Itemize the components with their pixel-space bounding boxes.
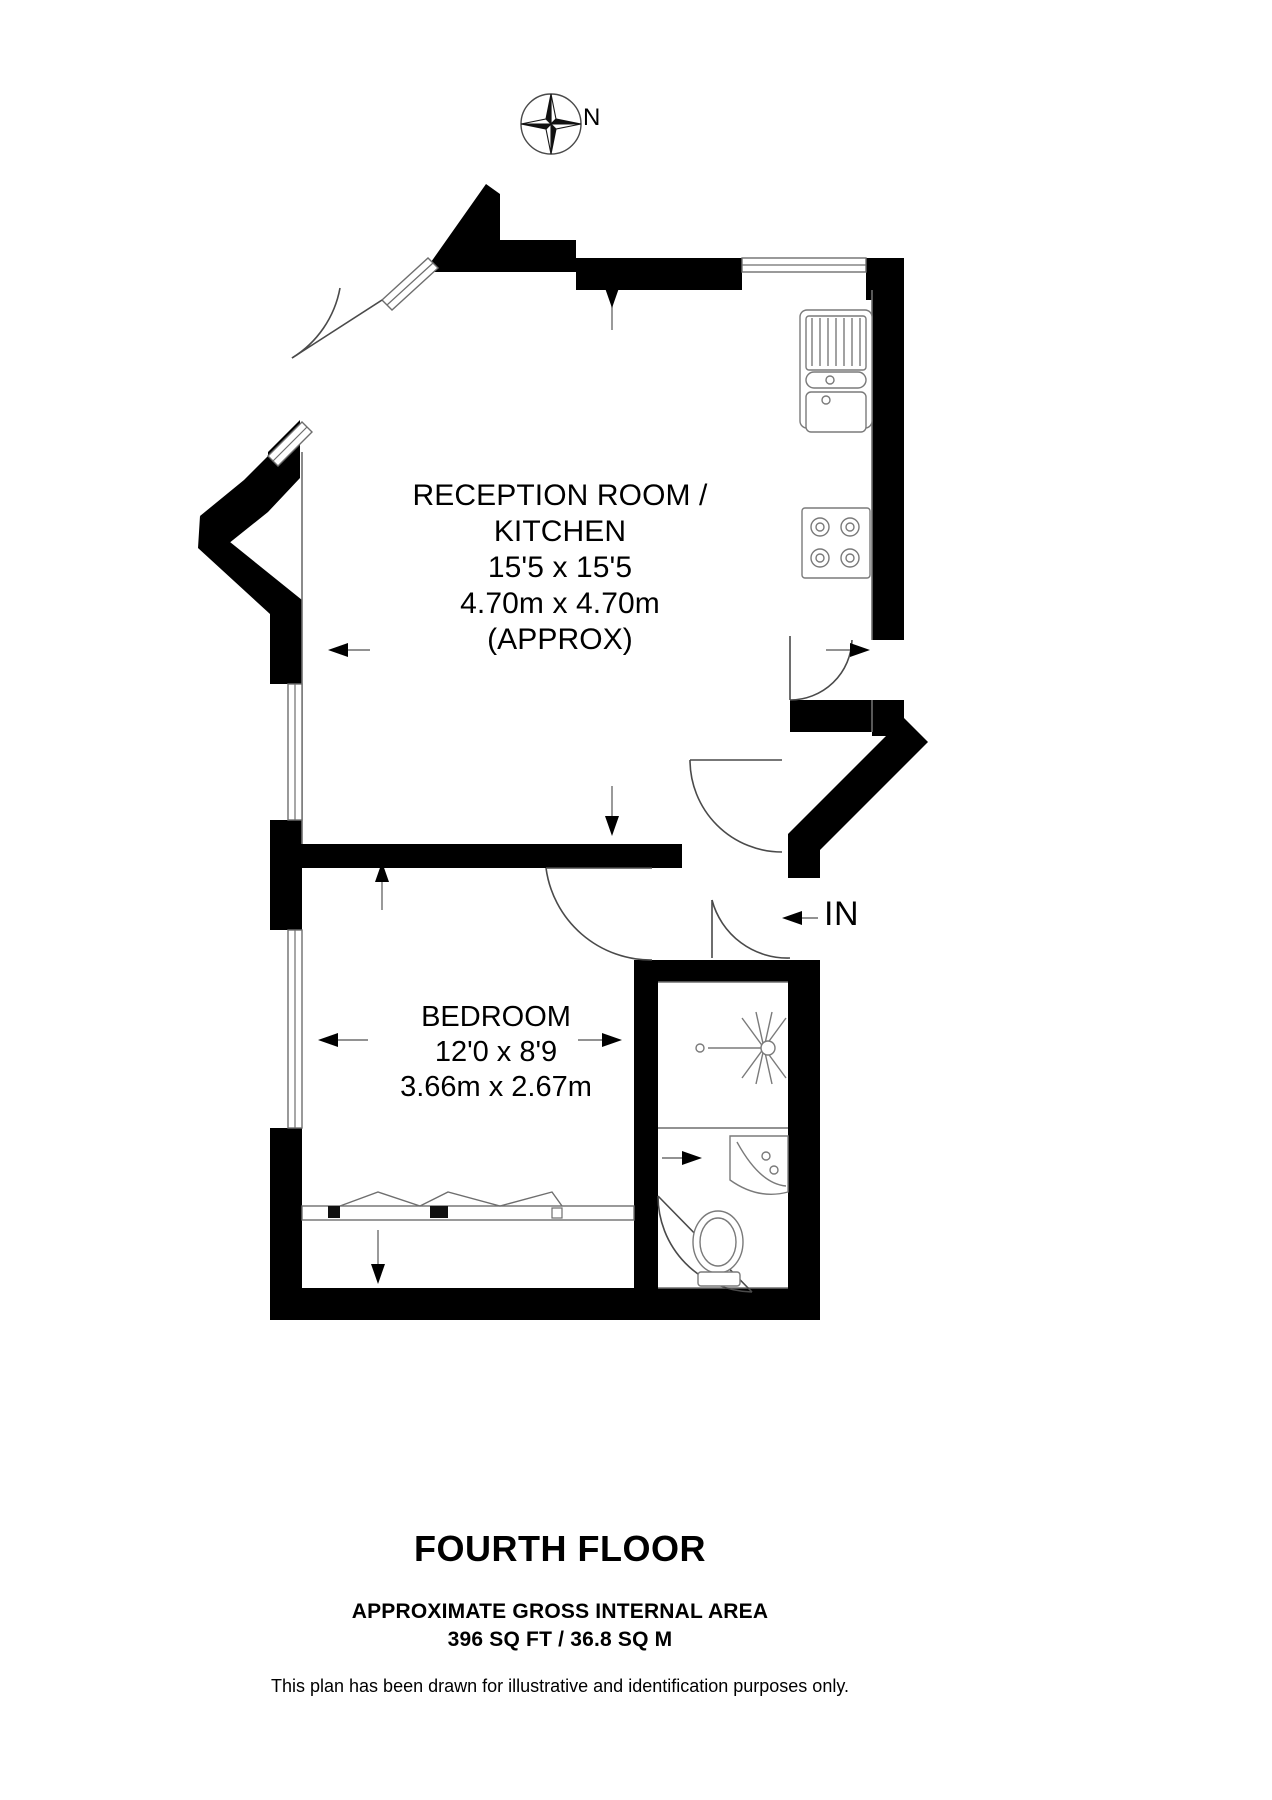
disclaimer-text: This plan has been drawn for illustrativ…	[271, 1676, 849, 1696]
wash-basin-icon	[729, 1135, 789, 1195]
reception-approx-note: (APPROX)	[487, 623, 633, 656]
area-value: 396 SQ FT / 36.8 SQ M	[447, 1628, 673, 1652]
bedroom-dim-imperial: 12'0 x 8'9	[434, 1035, 558, 1068]
door-reception-hall	[689, 759, 783, 853]
reception-room-name: RECEPTION ROOM /	[412, 479, 708, 512]
window-top	[741, 257, 867, 273]
bedroom-dim-metric: 3.66m x 2.67m	[400, 1070, 592, 1103]
inner-wall-faces	[301, 290, 873, 1289]
reception-dim-imperial: 15'5 x 15'5	[487, 551, 633, 584]
window-upper-left-angled	[380, 257, 440, 311]
window-left-bedroom	[287, 929, 303, 1129]
reception-dim-metric: 4.70m x 4.70m	[460, 587, 660, 620]
exterior-walls	[198, 184, 928, 1320]
wardrobe-icon	[301, 1191, 635, 1221]
door-upper-left	[291, 287, 383, 359]
entrance-in-label: IN	[824, 895, 859, 933]
door-bedroom	[545, 867, 653, 961]
area-heading: APPROXIMATE GROSS INTERNAL AREA	[351, 1600, 769, 1623]
door-kitchen-right	[789, 636, 853, 701]
window-left-chamfer	[267, 421, 313, 467]
kitchen-sink-icon	[799, 309, 873, 433]
bedroom-label: BEDROOM 12'0 x 8'9 3.66m x 2.67m	[286, 1000, 706, 1104]
reception-room-name-line2: KITCHEN	[493, 515, 627, 548]
door-entrance	[711, 899, 791, 959]
gross-internal-area-block: APPROXIMATE GROSS INTERNAL AREA 396 SQ F…	[0, 1598, 1120, 1655]
dimension-arrows	[318, 288, 870, 1284]
shower-icon	[695, 1011, 787, 1085]
compass-north-label: N	[583, 104, 601, 131]
compass-rose-icon	[520, 93, 582, 155]
toilet-icon	[692, 1210, 744, 1287]
reception-kitchen-label: RECEPTION ROOM / KITCHEN 15'5 x 15'5 4.7…	[336, 478, 784, 658]
interior-walls	[302, 844, 820, 1312]
kitchen-hob-icon	[801, 507, 871, 579]
windows	[267, 257, 867, 1129]
floor-title: FOURTH FLOOR	[414, 1528, 706, 1569]
bedroom-room-name: BEDROOM	[421, 1001, 571, 1033]
window-left-reception	[287, 683, 303, 821]
